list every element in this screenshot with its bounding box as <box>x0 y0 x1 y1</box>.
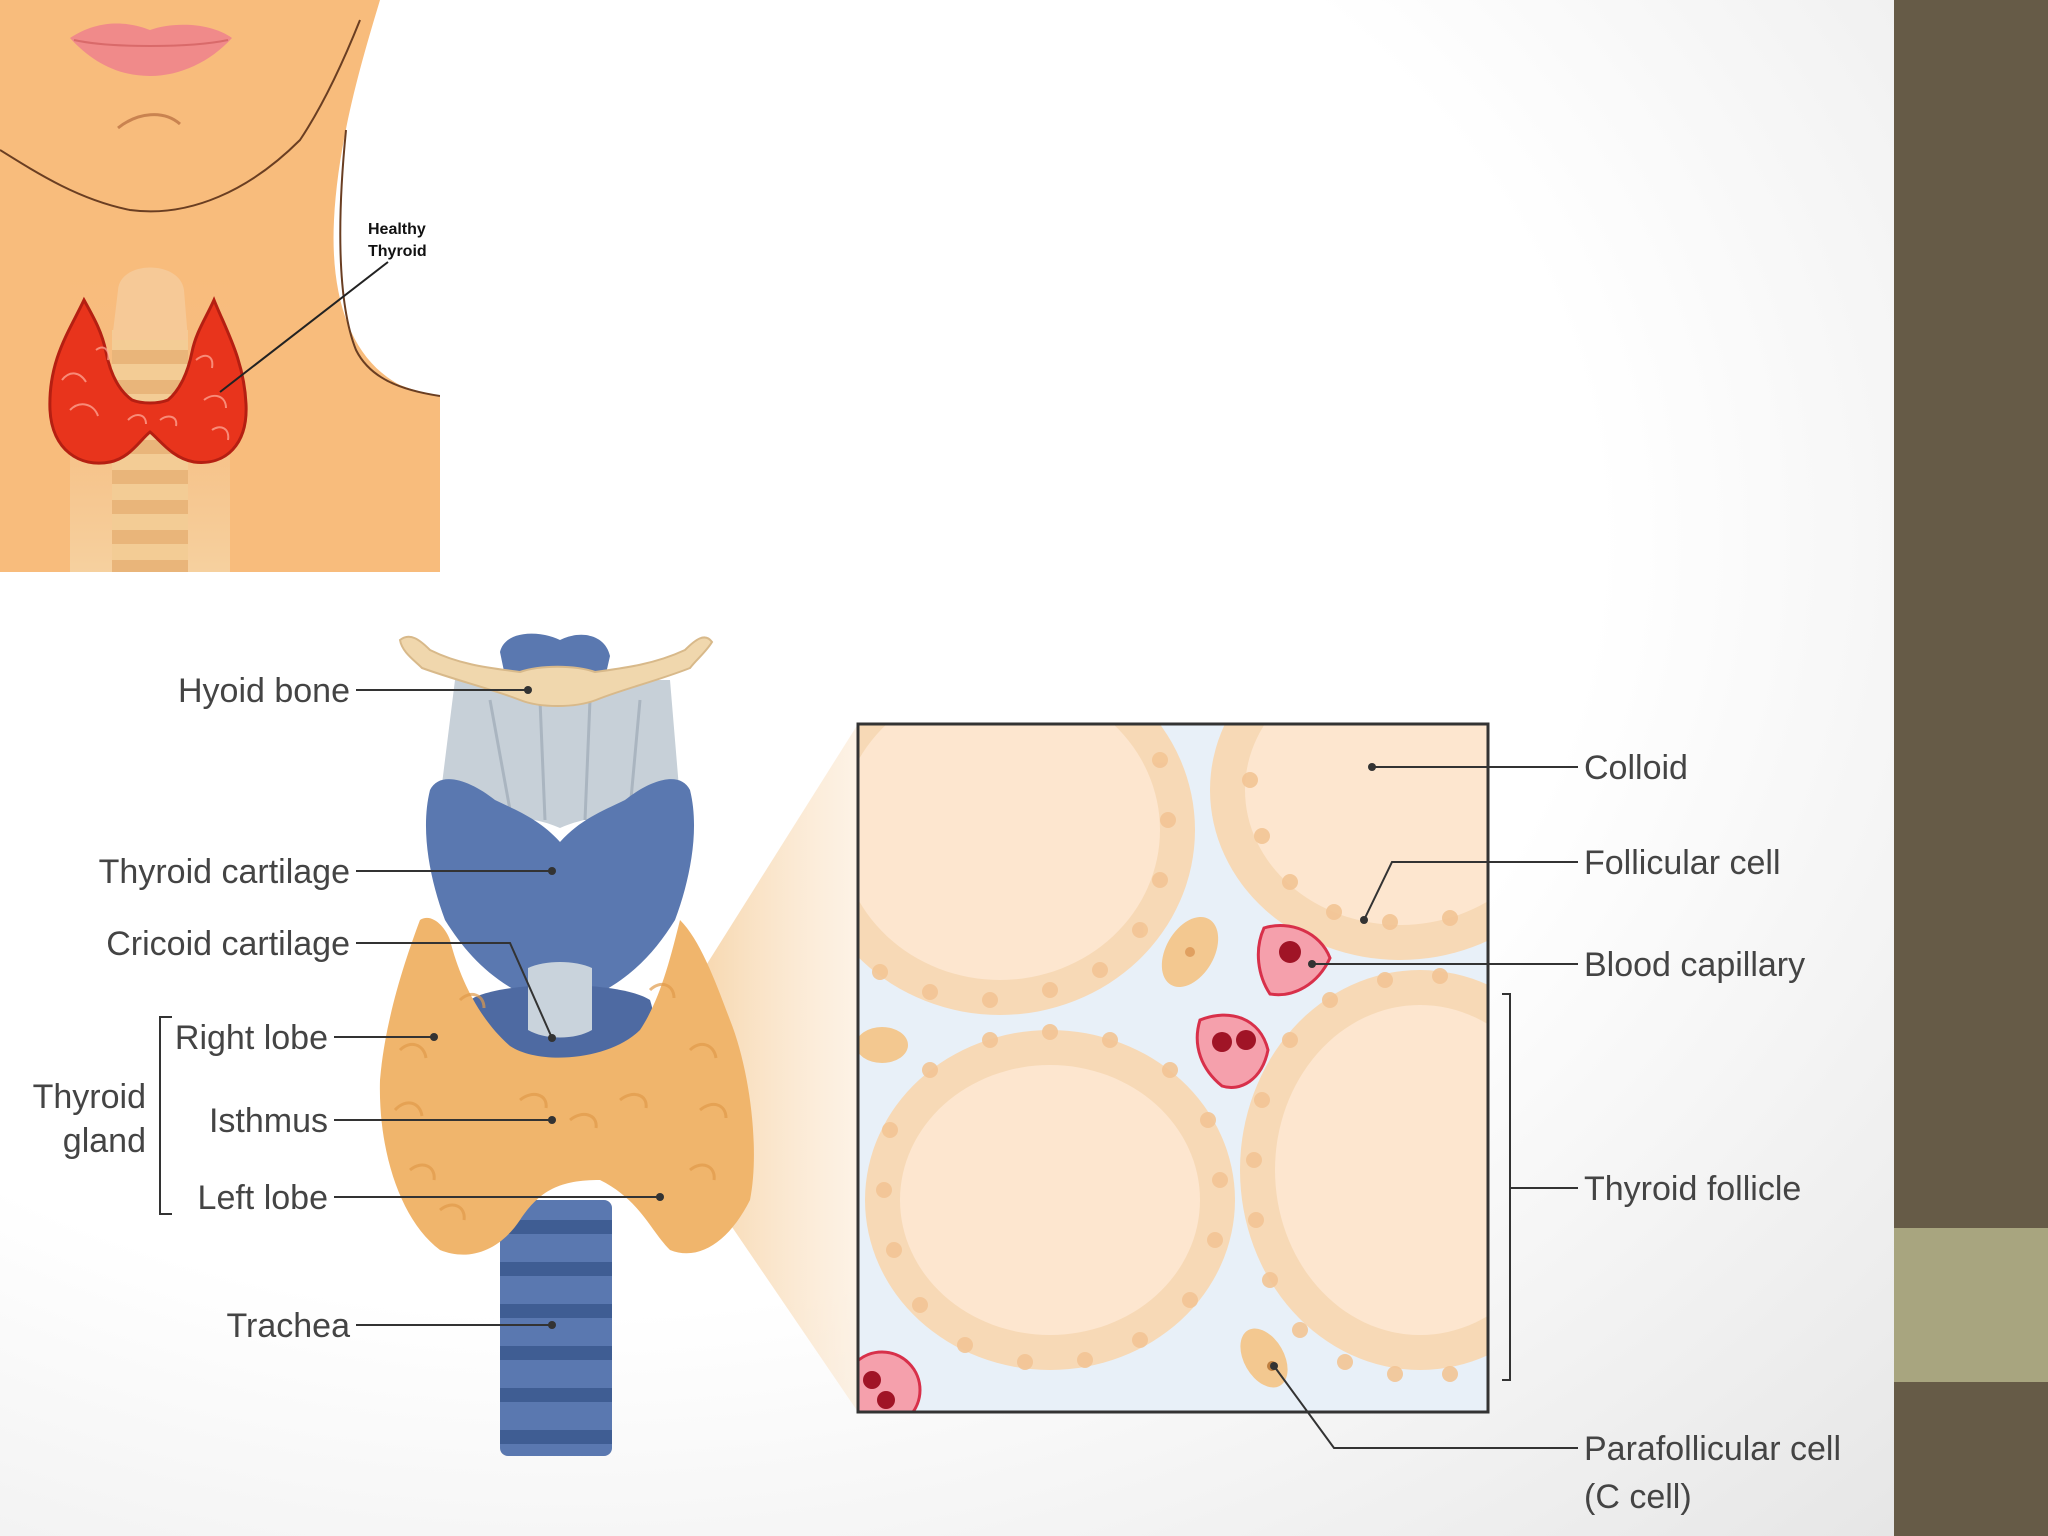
label-thyroid-follicle: Thyroid follicle <box>1584 1170 1801 1208</box>
healthy-thyroid-label-line1: Healthy <box>368 221 426 238</box>
gross-anatomy: Hyoid bone Thyroid cartilage Cricoid car… <box>33 633 754 1456</box>
jaw-line <box>0 19 361 213</box>
histology-frame <box>856 722 1490 1414</box>
label-parafollicular-line1: Parafollicular cell <box>1584 1430 1841 1468</box>
label-right-lobe: Right lobe <box>175 1019 328 1057</box>
follicle-top-right <box>1210 724 1488 960</box>
label-left-lobe: Left lobe <box>198 1179 328 1217</box>
zoom-cone <box>700 724 858 1412</box>
label-thyroid-cartilage: Thyroid cartilage <box>99 853 350 891</box>
slide-canvas: Healthy Thyroid <box>0 0 1894 1536</box>
label-colloid: Colloid <box>1584 749 1688 787</box>
lips <box>70 23 232 76</box>
label-follicular-cell: Follicular cell <box>1584 844 1781 882</box>
follicle-bottom-right <box>1240 970 1488 1370</box>
sidebar-block-bottom <box>1894 1382 2048 1536</box>
label-cricoid-cartilage: Cricoid cartilage <box>106 925 350 963</box>
healthy-thyroid-label-line2: Thyroid <box>368 243 427 260</box>
label-parafollicular-line2: (C cell) <box>1584 1478 1692 1516</box>
label-thyroid-gland-line1: Thyroid <box>33 1078 146 1116</box>
thyrohyoid-membrane <box>440 680 680 828</box>
sidebar-block-middle <box>1894 1228 2048 1382</box>
parafollicular-cell-2 <box>1240 1328 1288 1388</box>
follicle-top-left <box>858 724 1195 1015</box>
neck-illustration: Healthy Thyroid <box>0 0 440 572</box>
thyroid-anatomy-diagram: Hyoid bone Thyroid cartilage Cricoid car… <box>33 633 1841 1516</box>
label-thyroid-gland-line2: gland <box>63 1122 146 1160</box>
healthy-thyroid-illustration <box>48 296 248 465</box>
label-trachea: Trachea <box>227 1307 351 1345</box>
decorative-sidebar <box>1894 0 2048 1536</box>
label-isthmus: Isthmus <box>209 1102 328 1140</box>
histology-panel: Colloid Follicular cell Blood capillary … <box>856 722 1841 1516</box>
follicle-bottom-left <box>865 1030 1235 1370</box>
thyroid-gland <box>379 917 754 1255</box>
neck-outline <box>339 129 440 397</box>
sidebar-block-top <box>1894 0 2048 1228</box>
thyroid-cartilage <box>425 779 695 1010</box>
trachea <box>500 1200 612 1456</box>
blood-capillary-2 <box>1195 1013 1270 1089</box>
label-hyoid-bone: Hyoid bone <box>178 672 350 710</box>
blood-capillary <box>1256 924 1332 997</box>
blood-capillary-3 <box>858 1350 922 1412</box>
label-blood-capillary: Blood capillary <box>1584 946 1805 984</box>
